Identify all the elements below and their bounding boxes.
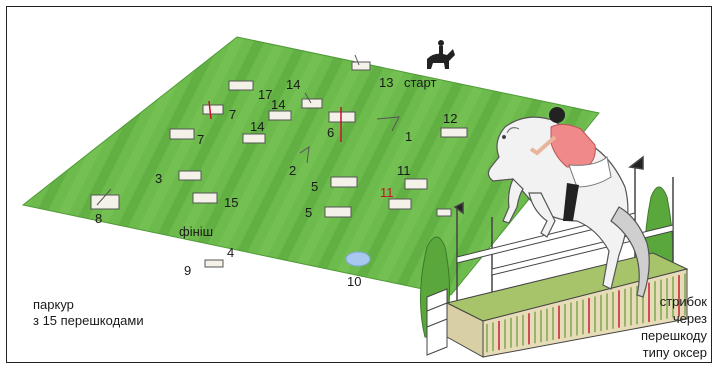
obstacle-14a bbox=[301, 92, 323, 109]
obstacle-11b bbox=[388, 198, 412, 210]
rider bbox=[529, 107, 612, 221]
obstacle-12 bbox=[440, 127, 468, 138]
rider-shirt bbox=[550, 123, 596, 168]
obstacle-4 bbox=[204, 259, 224, 268]
obstacle-10-water bbox=[345, 251, 371, 267]
course-obstacles bbox=[90, 54, 468, 268]
rider-breeches bbox=[568, 156, 612, 188]
illustration-frame: 13 старт 14 17 14 14 7 7 6 1 12 2 3 15 8… bbox=[6, 6, 712, 363]
obstacle-15 bbox=[192, 192, 218, 204]
number-4: 4 bbox=[227, 245, 234, 260]
jump-caption-line1: стрибок bbox=[660, 294, 708, 309]
small-gate bbox=[426, 288, 448, 356]
course-caption: паркур з 15 перешкодами bbox=[33, 297, 144, 328]
number-14b: 14 bbox=[271, 97, 285, 112]
obstacle-13 bbox=[351, 54, 371, 71]
obstacle-14b bbox=[268, 110, 292, 121]
course-caption-line2: з 15 перешкодами bbox=[33, 313, 144, 328]
obstacle-14c bbox=[242, 133, 266, 144]
jump-caption: стрибок через перешкоду типу оксер bbox=[641, 294, 708, 360]
jump-caption-line4: типу оксер bbox=[643, 345, 707, 360]
number-5a: 5 bbox=[311, 179, 318, 194]
start-horse-icon bbox=[427, 40, 455, 69]
obstacle-5b bbox=[324, 206, 352, 218]
oxer-scene bbox=[420, 107, 689, 358]
field-stripe bbox=[685, 7, 712, 363]
obstacle-11a bbox=[404, 178, 428, 190]
rider-arm bbox=[529, 135, 557, 156]
obstacle-5a bbox=[330, 176, 358, 188]
jump-caption-line3: перешкоду bbox=[641, 328, 708, 343]
number-7b: 7 bbox=[197, 132, 204, 147]
obstacle-7b bbox=[169, 128, 195, 140]
start-label: старт bbox=[404, 75, 436, 90]
number-10: 10 bbox=[347, 274, 361, 289]
number-8: 8 bbox=[95, 211, 102, 226]
obstacle-2 bbox=[299, 145, 310, 164]
course-caption-line1: паркур bbox=[33, 297, 74, 312]
number-11a: 11 bbox=[397, 163, 411, 178]
course-numbers: 13 старт 14 17 14 14 7 7 6 1 12 2 3 15 8… bbox=[95, 75, 457, 289]
obstacle-3 bbox=[178, 170, 202, 181]
obstacle-extra bbox=[436, 208, 452, 217]
number-5b: 5 bbox=[305, 205, 312, 220]
number-7a: 7 bbox=[229, 107, 236, 122]
number-11b: 11 bbox=[380, 185, 394, 200]
obstacle-17 bbox=[228, 80, 254, 91]
number-6: 6 bbox=[327, 125, 334, 140]
obstacle-6 bbox=[328, 107, 356, 142]
number-9: 9 bbox=[184, 263, 191, 278]
number-17: 17 bbox=[258, 87, 272, 102]
field-stripe bbox=[7, 7, 18, 363]
obstacle-8 bbox=[90, 188, 120, 210]
obstacle-7a bbox=[202, 100, 224, 120]
number-14c: 14 bbox=[250, 119, 264, 134]
finish-label: фініш bbox=[179, 224, 213, 239]
number-14a: 14 bbox=[286, 77, 300, 92]
field-stripe bbox=[333, 37, 524, 295]
number-12: 12 bbox=[443, 111, 457, 126]
number-15: 15 bbox=[224, 195, 238, 210]
number-2: 2 bbox=[289, 163, 296, 178]
number-1: 1 bbox=[405, 129, 412, 144]
number-3: 3 bbox=[155, 171, 162, 186]
number-13: 13 bbox=[379, 75, 393, 90]
obstacle-1 bbox=[376, 116, 400, 132]
hedge-stripes bbox=[486, 273, 686, 353]
rider-helmet bbox=[549, 107, 565, 123]
hedge-box bbox=[445, 252, 689, 358]
rider-boot bbox=[563, 183, 579, 221]
show-jumping-illustration: 13 старт 14 17 14 14 7 7 6 1 12 2 3 15 8… bbox=[7, 7, 712, 363]
field-stripe bbox=[355, 37, 546, 295]
jump-caption-line2: через bbox=[673, 311, 707, 326]
